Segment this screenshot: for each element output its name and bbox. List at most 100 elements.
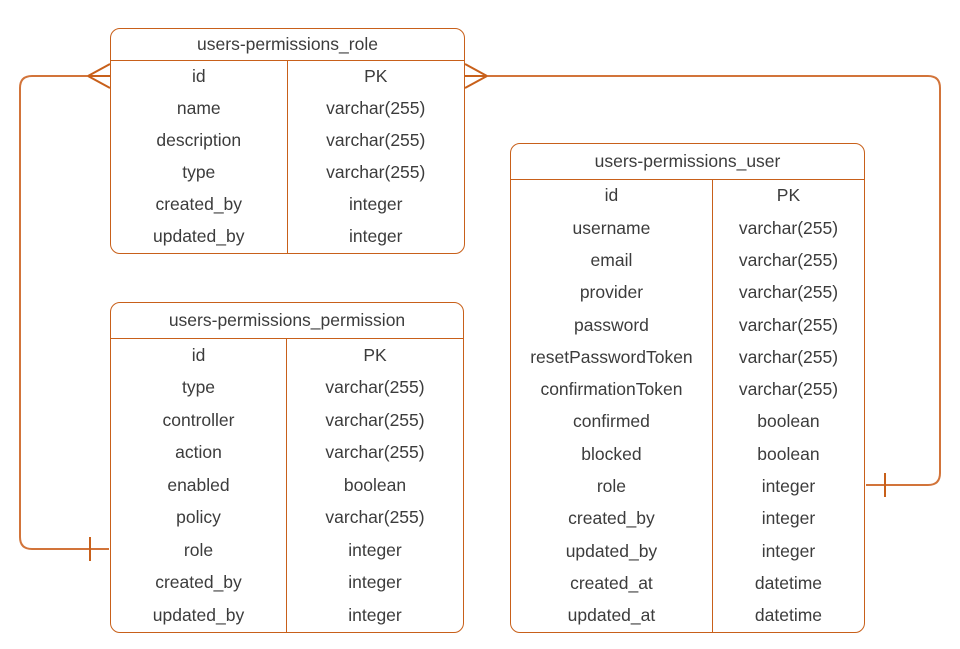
- field-name-cell: controller: [111, 404, 287, 437]
- field-row[interactable]: id PK: [111, 339, 463, 372]
- field-row[interactable]: password varchar(255): [511, 309, 864, 342]
- field-name-cell: username: [511, 212, 713, 245]
- field-row[interactable]: confirmationToken varchar(255): [511, 373, 864, 407]
- field-name-cell: policy: [111, 501, 287, 534]
- field-name-cell: created_at: [511, 567, 713, 600]
- field-type-cell: PK: [364, 66, 388, 87]
- field-row[interactable]: role integer: [511, 470, 864, 503]
- field-name-cell: blocked: [511, 438, 713, 471]
- table-title: users-permissions_permission: [111, 303, 463, 339]
- field-row[interactable]: updated_at datetime: [511, 599, 864, 633]
- field-type-cell: boolean: [343, 474, 407, 495]
- field-type-cell: integer: [761, 476, 816, 497]
- field-row[interactable]: enabled boolean: [111, 469, 463, 502]
- relationship-role-user[interactable]: [464, 63, 941, 497]
- field-row[interactable]: created_by integer: [511, 502, 864, 536]
- field-type-cell: integer: [761, 540, 816, 561]
- field-name-cell: created_by: [511, 502, 713, 536]
- field-type-cell: integer: [348, 604, 402, 625]
- relationship-role-permission[interactable]: [19, 63, 111, 561]
- field-row[interactable]: role integer: [111, 534, 463, 567]
- field-row[interactable]: created_at datetime: [511, 567, 864, 600]
- field-type-cell: varchar(255): [738, 282, 839, 303]
- table-users-permissions-permission[interactable]: users-permissions_permission id PK type var…: [110, 302, 464, 633]
- field-name-cell: resetPasswordToken: [511, 341, 713, 374]
- field-type-cell: varchar(255): [325, 507, 425, 527]
- field-type-cell: integer: [348, 226, 403, 247]
- field-name-cell: created_by: [111, 566, 287, 599]
- field-name-cell: confirmationToken: [511, 373, 713, 407]
- field-type-cell: integer: [348, 539, 402, 560]
- field-row[interactable]: policy varchar(255): [111, 501, 463, 534]
- field-type-cell: varchar(255): [738, 379, 839, 400]
- field-name-cell: id: [511, 180, 713, 213]
- field-name-cell: created_by: [111, 189, 288, 221]
- field-name-cell: updated_by: [111, 599, 287, 632]
- field-row[interactable]: blocked boolean: [511, 438, 864, 471]
- field-name-cell: id: [111, 339, 287, 372]
- field-row[interactable]: created_by integer: [111, 566, 463, 599]
- field-type-cell: varchar(255): [325, 442, 425, 462]
- field-row[interactable]: updated_by integer: [511, 535, 864, 568]
- field-row[interactable]: resetPasswordToken varchar(255): [511, 341, 864, 374]
- field-row[interactable]: description varchar(255): [111, 125, 464, 157]
- field-row[interactable]: confirmed boolean: [511, 406, 864, 439]
- field-name-cell: description: [111, 125, 288, 157]
- field-type-cell: varchar(255): [738, 314, 839, 335]
- field-name-cell: role: [511, 470, 713, 503]
- field-name-cell: enabled: [111, 469, 287, 502]
- field-row[interactable]: type varchar(255): [111, 371, 463, 404]
- field-name-cell: email: [511, 244, 713, 277]
- field-name-cell: updated_by: [511, 535, 713, 568]
- field-row[interactable]: type varchar(255): [111, 157, 464, 189]
- field-type-cell: PK: [363, 344, 387, 365]
- field-type-cell: varchar(255): [325, 409, 425, 430]
- field-name-cell: id: [111, 61, 288, 93]
- field-name-cell: name: [111, 93, 288, 125]
- field-name-cell: action: [111, 436, 287, 469]
- field-type-cell: boolean: [757, 443, 820, 464]
- field-type-cell: varchar(255): [326, 130, 426, 151]
- field-row[interactable]: created_by integer: [111, 189, 464, 221]
- field-type-cell: datetime: [754, 572, 823, 593]
- field-row[interactable]: id PK: [511, 180, 864, 213]
- field-type-cell: integer: [348, 572, 402, 592]
- field-type-cell: varchar(255): [738, 249, 839, 270]
- field-type-cell: PK: [776, 185, 801, 206]
- field-name-cell: provider: [511, 276, 713, 310]
- field-type-cell: datetime: [754, 605, 823, 626]
- field-name-cell: type: [111, 157, 288, 189]
- field-row[interactable]: id PK: [111, 61, 464, 93]
- table-body: id PK username varchar(255) email varchar(255…: [511, 180, 864, 633]
- field-name-cell: confirmed: [511, 406, 713, 439]
- field-type-cell: integer: [761, 508, 816, 529]
- field-name-cell: role: [111, 534, 287, 567]
- crows-foot-many-icon: [464, 63, 488, 89]
- field-name-cell: type: [111, 371, 287, 404]
- field-type-cell: varchar(255): [326, 162, 426, 183]
- crows-foot-many-icon: [87, 63, 111, 89]
- field-row[interactable]: action varchar(255): [111, 436, 463, 469]
- table-body: id PK type varchar(255) controller varchar(25…: [111, 339, 463, 632]
- field-name-cell: password: [511, 309, 713, 342]
- field-type-cell: boolean: [757, 411, 820, 432]
- table-title: users-permissions_role: [111, 29, 464, 61]
- field-row[interactable]: username varchar(255): [511, 212, 864, 245]
- field-row[interactable]: name varchar(255): [111, 93, 464, 125]
- field-type-cell: varchar(255): [738, 346, 839, 367]
- field-type-cell: integer: [348, 194, 403, 215]
- field-name-cell: updated_at: [511, 599, 713, 633]
- field-row[interactable]: provider varchar(255): [511, 276, 864, 310]
- field-row[interactable]: controller varchar(255): [111, 404, 463, 437]
- field-type-cell: varchar(255): [325, 377, 425, 397]
- table-users-permissions-role[interactable]: users-permissions_role id PK name varchar(2…: [110, 28, 465, 254]
- field-name-cell: updated_by: [111, 221, 288, 253]
- field-row[interactable]: updated_by integer: [111, 599, 463, 632]
- field-row[interactable]: email varchar(255): [511, 244, 864, 277]
- field-row[interactable]: updated_by integer: [111, 221, 464, 253]
- field-type-cell: varchar(255): [738, 217, 839, 238]
- field-type-cell: varchar(255): [326, 98, 426, 119]
